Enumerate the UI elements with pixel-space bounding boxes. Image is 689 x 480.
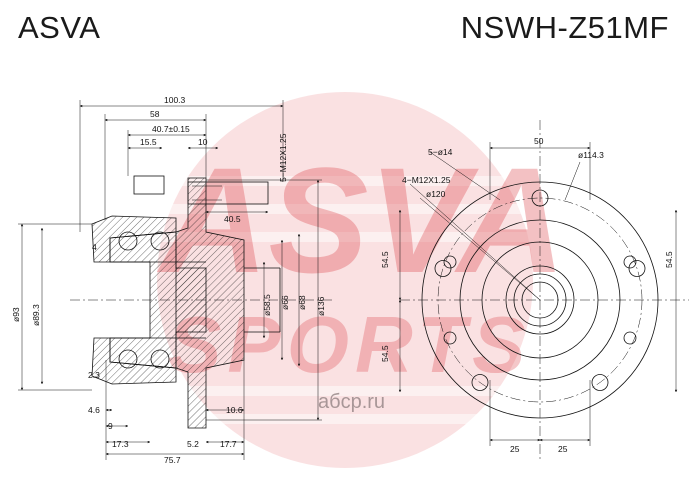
- dim-2-3: 2.3: [88, 370, 100, 380]
- dim-threads: 4−M12X1.25: [402, 175, 451, 185]
- watermark: ASVA SPORTS aбcp.ru: [0, 92, 689, 468]
- dim-stud-holes: 5−ø14: [428, 147, 453, 157]
- dim-bottom-left: 25: [510, 444, 520, 454]
- pcd-circle: [437, 197, 643, 403]
- stud-hole-1: [531, 189, 549, 207]
- mount-hole-1: [443, 255, 457, 269]
- brand-label: ASVA: [18, 10, 101, 45]
- bearing-ball-bottom-left: [118, 349, 138, 369]
- dim-15-5: 15.5: [140, 137, 157, 147]
- dim-left-bottom: 54.5: [380, 345, 390, 362]
- dim-10-6: 10.6: [226, 405, 243, 415]
- hub-ring: [481, 241, 599, 359]
- bearing-ball-top-right: [150, 231, 170, 251]
- dim-89-3: ø89.3: [31, 304, 41, 326]
- dim-left-top: 54.5: [380, 251, 390, 268]
- abs-ring: [133, 175, 165, 195]
- stud-hole-2: [628, 260, 646, 277]
- dim-17-7: 17.7: [220, 439, 237, 449]
- dim-pcd: ø114.3: [578, 150, 604, 160]
- dim-50: 50: [534, 136, 544, 146]
- center-bore-outer: [505, 265, 575, 335]
- mount-hole-3: [443, 331, 457, 345]
- dim-93: ø93: [11, 307, 21, 322]
- dim-stud-thread: 5−M12X1.25: [278, 133, 288, 182]
- dim-10: 10: [198, 137, 208, 147]
- center-bore-core: [521, 281, 559, 319]
- stud-hole-4: [471, 374, 489, 391]
- mount-hole-2: [623, 255, 637, 269]
- dim-136: ø136: [316, 296, 326, 316]
- dim-5-2: 5.2: [187, 439, 199, 449]
- dim-68: ø68: [297, 295, 307, 310]
- front-view-dimensions: 50 5−ø14 ø114.3 4−M12X1.25 ø120 54.5 54.…: [380, 136, 674, 454]
- stud-hole-3: [591, 374, 609, 391]
- flange-outer: [421, 181, 659, 419]
- part-number-label: NSWH-Z51MF: [460, 10, 669, 45]
- side-section-view: [18, 100, 335, 460]
- front-view: [398, 120, 689, 460]
- side-view-dimensions: 100.3 58 40.7±0.15 15.5 10 5−M12X1.25 40…: [11, 95, 326, 465]
- dim-40-7: 40.7±0.15: [152, 124, 190, 134]
- watermark-site: aбcp.ru: [318, 391, 385, 413]
- pilot-ring: [459, 219, 621, 381]
- stud-hole-5: [434, 260, 452, 277]
- dim-40-5: 40.5: [224, 214, 241, 224]
- bearing-ball-top-left: [118, 231, 138, 251]
- dim-17-3: 17.3: [112, 439, 129, 449]
- wheel-stud: [187, 181, 269, 205]
- dim-4-6: 4.6: [88, 405, 100, 415]
- dim-120: ø120: [426, 189, 446, 199]
- bearing-outer-ring: [91, 215, 177, 263]
- dim-right: 54.5: [664, 251, 674, 268]
- dim-bottom-right: 25: [558, 444, 568, 454]
- dim-100-3: 100.3: [164, 95, 186, 105]
- dim-66: ø66: [280, 295, 290, 310]
- dim-58-5: ø58.5: [262, 294, 272, 316]
- dim-75-7: 75.7: [164, 455, 181, 465]
- dim-58: 58: [150, 109, 160, 119]
- mount-hole-4: [623, 331, 637, 345]
- bearing-ball-bottom-right: [150, 349, 170, 369]
- dim-4: 4: [92, 242, 97, 252]
- dim-9: 9: [108, 421, 113, 431]
- bearing-outer-ring-lower: [91, 337, 177, 385]
- center-bore-inner: [513, 273, 567, 327]
